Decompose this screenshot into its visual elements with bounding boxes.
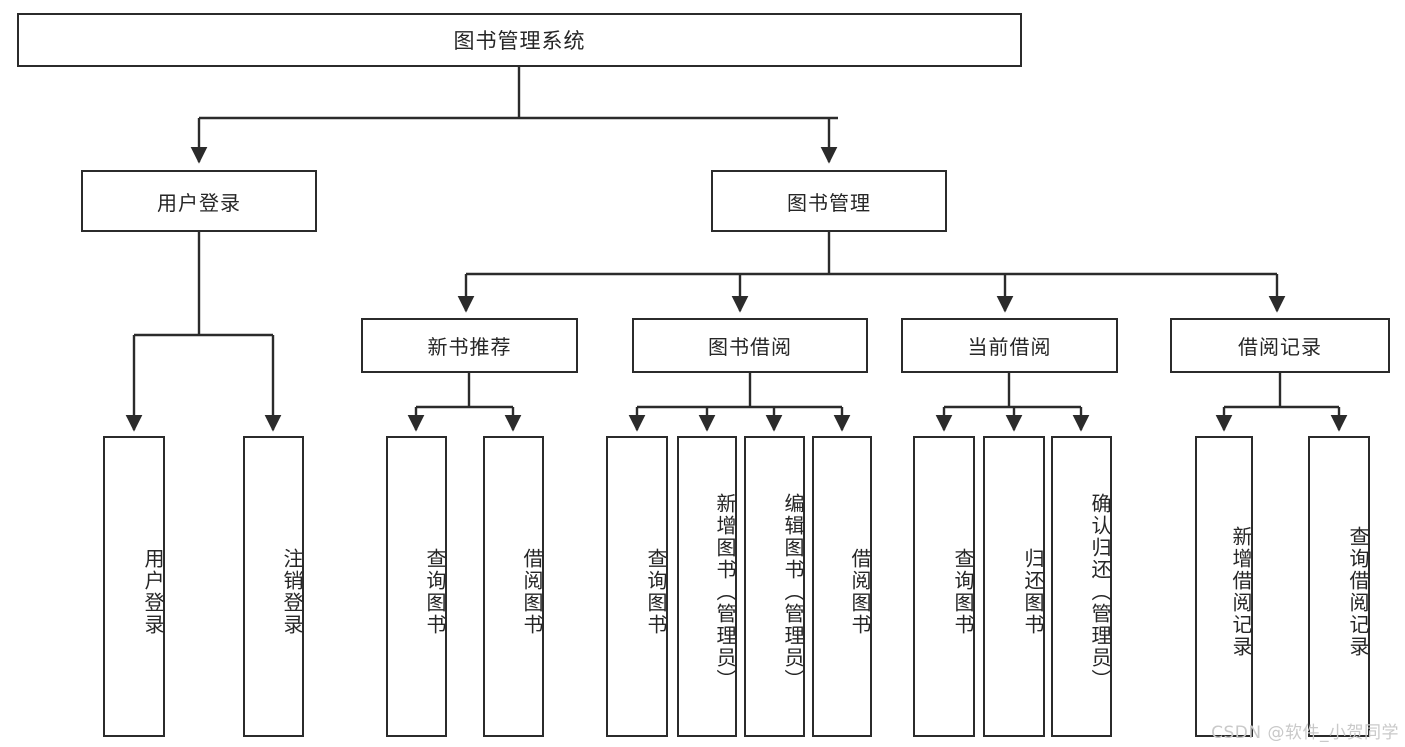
node-borrow-record[interactable]: 借阅记录	[1170, 318, 1390, 373]
leaf-add-book-label: 新增图书（管理员）	[713, 492, 737, 691]
node-new-book-rec[interactable]: 新书推荐	[361, 318, 578, 373]
watermark: CSDN @软件_小贺同学	[1211, 723, 1399, 743]
node-root-label: 图书管理系统	[453, 29, 586, 53]
leaf-user-login[interactable]: 用户登录	[103, 436, 165, 737]
leaf-query-book-borrow-label: 查询图书	[644, 547, 668, 636]
leaf-query-book-cur-label: 查询图书	[951, 547, 975, 636]
leaf-logout-label: 注销登录	[280, 547, 304, 636]
node-book-borrow-label: 图书借阅	[708, 335, 792, 359]
leaf-query-book-rec-label: 查询图书	[423, 547, 447, 636]
node-user-login-label: 用户登录	[157, 190, 241, 215]
node-new-book-rec-label: 新书推荐	[427, 335, 512, 359]
leaf-edit-book[interactable]: 编辑图书（管理员）	[744, 436, 805, 737]
leaf-query-book-rec[interactable]: 查询图书	[386, 436, 447, 737]
node-current-borrow[interactable]: 当前借阅	[901, 318, 1118, 373]
leaf-return-book-label: 归还图书	[1021, 547, 1045, 636]
node-book-manage-label: 图书管理	[787, 190, 871, 215]
node-borrow-record-label: 借阅记录	[1238, 335, 1322, 359]
node-book-borrow[interactable]: 图书借阅	[632, 318, 868, 373]
leaf-edit-book-label: 编辑图书（管理员）	[781, 492, 805, 691]
leaf-user-login-label: 用户登录	[141, 547, 165, 636]
node-root[interactable]: 图书管理系统	[17, 13, 1022, 67]
leaf-add-book[interactable]: 新增图书（管理员）	[677, 436, 737, 737]
leaf-query-book-borrow[interactable]: 查询图书	[606, 436, 668, 737]
leaf-borrow-book-rec-label: 借阅图书	[520, 547, 544, 636]
leaf-query-record[interactable]: 查询借阅记录	[1308, 436, 1370, 737]
leaf-query-record-label: 查询借阅记录	[1346, 525, 1370, 658]
leaf-logout[interactable]: 注销登录	[243, 436, 304, 737]
leaf-borrow-book[interactable]: 借阅图书	[812, 436, 872, 737]
leaf-add-record[interactable]: 新增借阅记录	[1195, 436, 1253, 737]
node-book-manage[interactable]: 图书管理	[711, 170, 947, 232]
leaf-return-book[interactable]: 归还图书	[983, 436, 1045, 737]
leaf-borrow-book-label: 借阅图书	[848, 547, 872, 636]
leaf-confirm-return[interactable]: 确认归还（管理员）	[1051, 436, 1112, 737]
node-user-login[interactable]: 用户登录	[81, 170, 317, 232]
leaf-borrow-book-rec[interactable]: 借阅图书	[483, 436, 544, 737]
leaf-confirm-return-label: 确认归还（管理员）	[1088, 492, 1112, 691]
leaf-query-book-cur[interactable]: 查询图书	[913, 436, 975, 737]
node-current-borrow-label: 当前借阅	[967, 335, 1052, 359]
leaf-add-record-label: 新增借阅记录	[1229, 525, 1253, 658]
